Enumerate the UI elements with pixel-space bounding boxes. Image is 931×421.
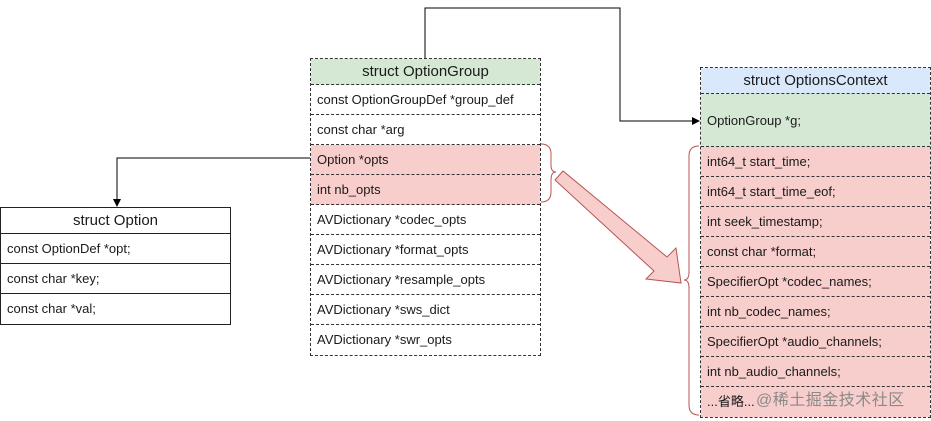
option-group-field: AVDictionary *codec_opts (311, 205, 540, 235)
arrowhead-option (113, 199, 121, 207)
brace-opts (540, 143, 557, 203)
option-fields: const OptionDef *opt;const char *key; con… (1, 234, 230, 324)
watermark: @稀土掘金技术社区 (756, 392, 905, 409)
options-context-field: ...省略... (701, 387, 930, 417)
option-field: const char *key; (1, 264, 230, 294)
connector-opts-to-option (116, 157, 310, 200)
option-group-box: struct OptionGroup const OptionGroupDef … (310, 58, 541, 356)
option-group-field: AVDictionary *swr_opts (317, 332, 452, 347)
option-field: const OptionDef *opt; (1, 234, 230, 264)
options-context-field: SpecifierOpt *audio_channels; (701, 327, 930, 357)
options-context-box: struct OptionsContext OptionGroup *g; in… (700, 67, 931, 418)
options-context-field: const char *format; (701, 237, 930, 267)
option-group-field: AVDictionary *format_opts (311, 235, 540, 265)
options-context-field: int nb_codec_names; (701, 297, 930, 327)
options-context-field: int nb_audio_channels; (701, 357, 930, 387)
connector-group-to-context (424, 7, 694, 122)
options-context-title: struct OptionsContext (701, 68, 930, 94)
option-group-field: AVDictionary *resample_opts (311, 265, 540, 295)
options-context-field: int64_t start_time; (701, 147, 930, 177)
block-arrow (554, 170, 682, 284)
options-context-field: int seek_timestamp; (701, 207, 930, 237)
option-title: struct Option (1, 208, 230, 234)
options-context-fields: int64_t start_time;int64_t start_time_eo… (701, 147, 930, 417)
option-group-field: AVDictionary *sws_dict (311, 295, 540, 325)
option-field: const char *val; (7, 301, 96, 316)
option-group-field: Option *opts (311, 145, 540, 175)
option-group-title: struct OptionGroup (311, 59, 540, 85)
option-group-field: int nb_opts (311, 175, 540, 205)
option-group-field: const char *arg (311, 115, 540, 145)
options-context-field: int64_t start_time_eof; (701, 177, 930, 207)
arrowhead-context (692, 117, 700, 125)
options-context-field: SpecifierOpt *codec_names; (701, 267, 930, 297)
brace-context (683, 145, 700, 416)
options-context-group-field: OptionGroup *g; (701, 94, 930, 147)
option-box: struct Option const OptionDef *opt;const… (0, 207, 231, 325)
option-group-field: const OptionGroupDef *group_def (311, 85, 540, 115)
